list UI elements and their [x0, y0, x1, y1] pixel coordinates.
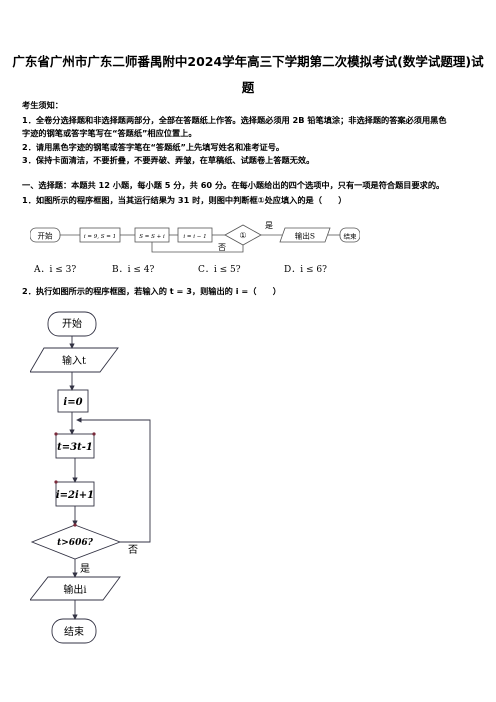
notice-item-1: 1．全卷分选择题和非选择题两部分，全部在答题纸上作答。选择题必须用 2B 铅笔填…: [22, 115, 447, 125]
question-2-flowchart: 开始 输入t i=0 t=3t-1 i=2i+1 t>606? 否 是 输出i …: [30, 311, 151, 644]
flow1-init-label: i = 9, S = 1: [84, 234, 116, 240]
flow2-input-label: 输入t: [62, 354, 86, 367]
section-heading: 一、选择题：本题共 12 小题，每小题 5 分，共 60 分。在每小题给出的四个…: [22, 180, 445, 190]
flow1-output-box: [279, 227, 331, 243]
question-1-option-c: C．i ≤ 5?: [198, 265, 241, 275]
flow2-init-label: i=0: [63, 397, 82, 408]
flow2-start-label: 开始: [62, 317, 82, 330]
question-1-flowchart: 开始 i = 9, S = 1 S = S + i i = i − 1 ① 是 …: [30, 221, 360, 253]
notice-item-3: 3．保持卡面清洁，不要折叠，不要弄破、弄皱，在草稿纸、试题卷上答题无效。: [22, 155, 315, 165]
flow2-condition-label: t>606?: [57, 538, 93, 548]
notice-item-1-cont: 字迹的钢笔或答字笔写在“答题纸”相应位置上。: [22, 128, 197, 138]
flow1-yes-label: 是: [265, 221, 273, 230]
flow1-step2-label: i = i − 1: [183, 234, 206, 240]
flow2-output-box: [30, 576, 121, 601]
question-1-option-d: D．i ≤ 6?: [284, 265, 327, 275]
notice-heading: 考生须知：: [22, 100, 63, 110]
notice-item-2: 2．请用黑色字迹的钢笔或答字笔在“答题纸”上先填写姓名和准考证号。: [22, 142, 285, 152]
flow1-condition-label: ①: [239, 231, 246, 240]
flow2-no-label: 否: [128, 544, 138, 556]
question-1-option-b: B．i ≤ 4?: [112, 265, 155, 275]
flow2-output-label: 输出i: [63, 583, 86, 596]
question-1-stem: 1．如图所示的程序框图，当其运行结果为 31 时，则图中判断框①处应填入的是（ …: [22, 195, 347, 205]
exam-title-line1: 广东省广州市广东二师番禺附中2024学年高三下学期第二次模拟考试(数学试题理)试: [12, 54, 484, 69]
question-2-stem: 2．执行如图所示的程序框图，若输入的 t = 3，则输出的 i =（ ）: [22, 286, 281, 296]
flow1-no-label: 否: [218, 243, 226, 252]
flow1-output-label: 输出S: [295, 231, 315, 241]
flow2-step1-label: t=3t-1: [57, 442, 93, 453]
flow2-end-label: 结束: [64, 625, 84, 638]
question-1-option-a: A．i ≤ 3?: [34, 265, 77, 275]
flow2-yes-label: 是: [80, 563, 90, 575]
exam-title-line2: 题: [241, 80, 255, 95]
flow1-step1-label: S = S + i: [139, 234, 165, 240]
flow2-step2-label: i=2i+1: [56, 490, 94, 501]
flow1-start-label: 开始: [38, 231, 53, 241]
flow2-input-box: [30, 347, 119, 373]
flow1-end-label: 结束: [344, 232, 358, 241]
